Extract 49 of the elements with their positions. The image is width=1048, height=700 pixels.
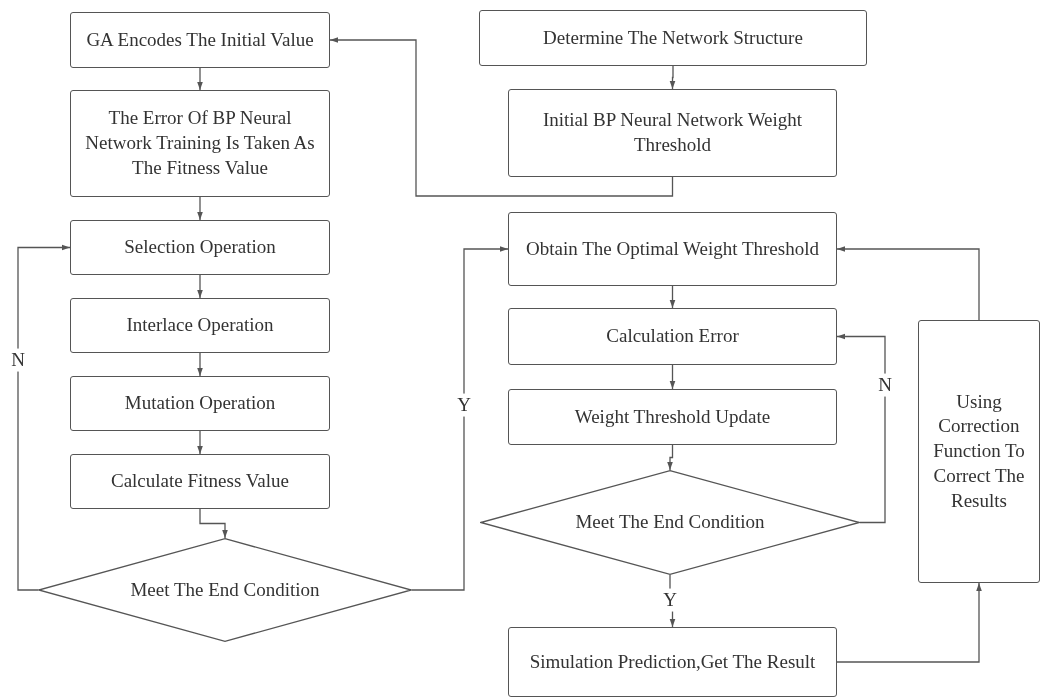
step-label: GA Encodes The Initial Value bbox=[86, 27, 314, 52]
arrow bbox=[197, 196, 203, 221]
step-label: The Error Of BP Neural Network Training Is Taken As The Fitness Value bbox=[84, 106, 316, 180]
process-box bbox=[70, 220, 330, 275]
step-label: Simulation Prediction,Get The Result bbox=[529, 649, 816, 674]
arrow bbox=[667, 444, 674, 471]
arrow bbox=[199, 508, 228, 539]
process-box bbox=[70, 12, 330, 68]
arrow bbox=[836, 582, 982, 663]
process-box bbox=[508, 89, 837, 177]
edge-label: N bbox=[876, 373, 894, 397]
step-label: Interlace Operation bbox=[126, 313, 274, 338]
process-box bbox=[70, 454, 330, 509]
process-box bbox=[918, 320, 1040, 583]
step-label: Weight Threshold Update bbox=[574, 404, 771, 429]
arrow bbox=[669, 574, 676, 628]
step-label: Determine The Network Structure bbox=[543, 25, 803, 50]
step-label: Mutation Operation bbox=[124, 391, 276, 416]
step-label: Calculate Fitness Value bbox=[111, 469, 289, 494]
condition-label: Meet The End Condition bbox=[575, 510, 765, 535]
arrow bbox=[669, 285, 676, 309]
step-label: Initial BP Neural Network Weight Threshold bbox=[541, 108, 804, 157]
process-box bbox=[508, 627, 837, 697]
condition-label: Meet The End Condition bbox=[130, 577, 320, 602]
step-label: Using Correction Function To Correct The Results bbox=[932, 389, 1026, 513]
process-box bbox=[70, 298, 330, 353]
arrow bbox=[669, 364, 676, 390]
arrow bbox=[17, 244, 71, 591]
arrow bbox=[197, 274, 203, 299]
process-box bbox=[479, 10, 867, 66]
arrow bbox=[669, 65, 676, 90]
arrow bbox=[197, 352, 203, 377]
arrow bbox=[836, 333, 886, 524]
step-label: Selection Operation bbox=[124, 235, 276, 260]
step-label: Calculation Error bbox=[606, 324, 739, 349]
arrow bbox=[329, 37, 674, 197]
edge-label: N bbox=[9, 348, 27, 372]
edge-label: Y bbox=[661, 588, 679, 612]
edge-label: Y bbox=[455, 393, 473, 417]
process-box bbox=[508, 212, 837, 286]
arrow bbox=[836, 246, 980, 321]
arrow bbox=[197, 67, 203, 91]
process-box bbox=[70, 90, 330, 197]
arrow bbox=[411, 246, 509, 591]
process-box bbox=[508, 389, 837, 445]
arrow bbox=[197, 430, 203, 455]
process-box bbox=[508, 308, 837, 365]
step-label: Obtain The Optimal Weight Threshold bbox=[526, 236, 819, 261]
process-box bbox=[70, 376, 330, 431]
